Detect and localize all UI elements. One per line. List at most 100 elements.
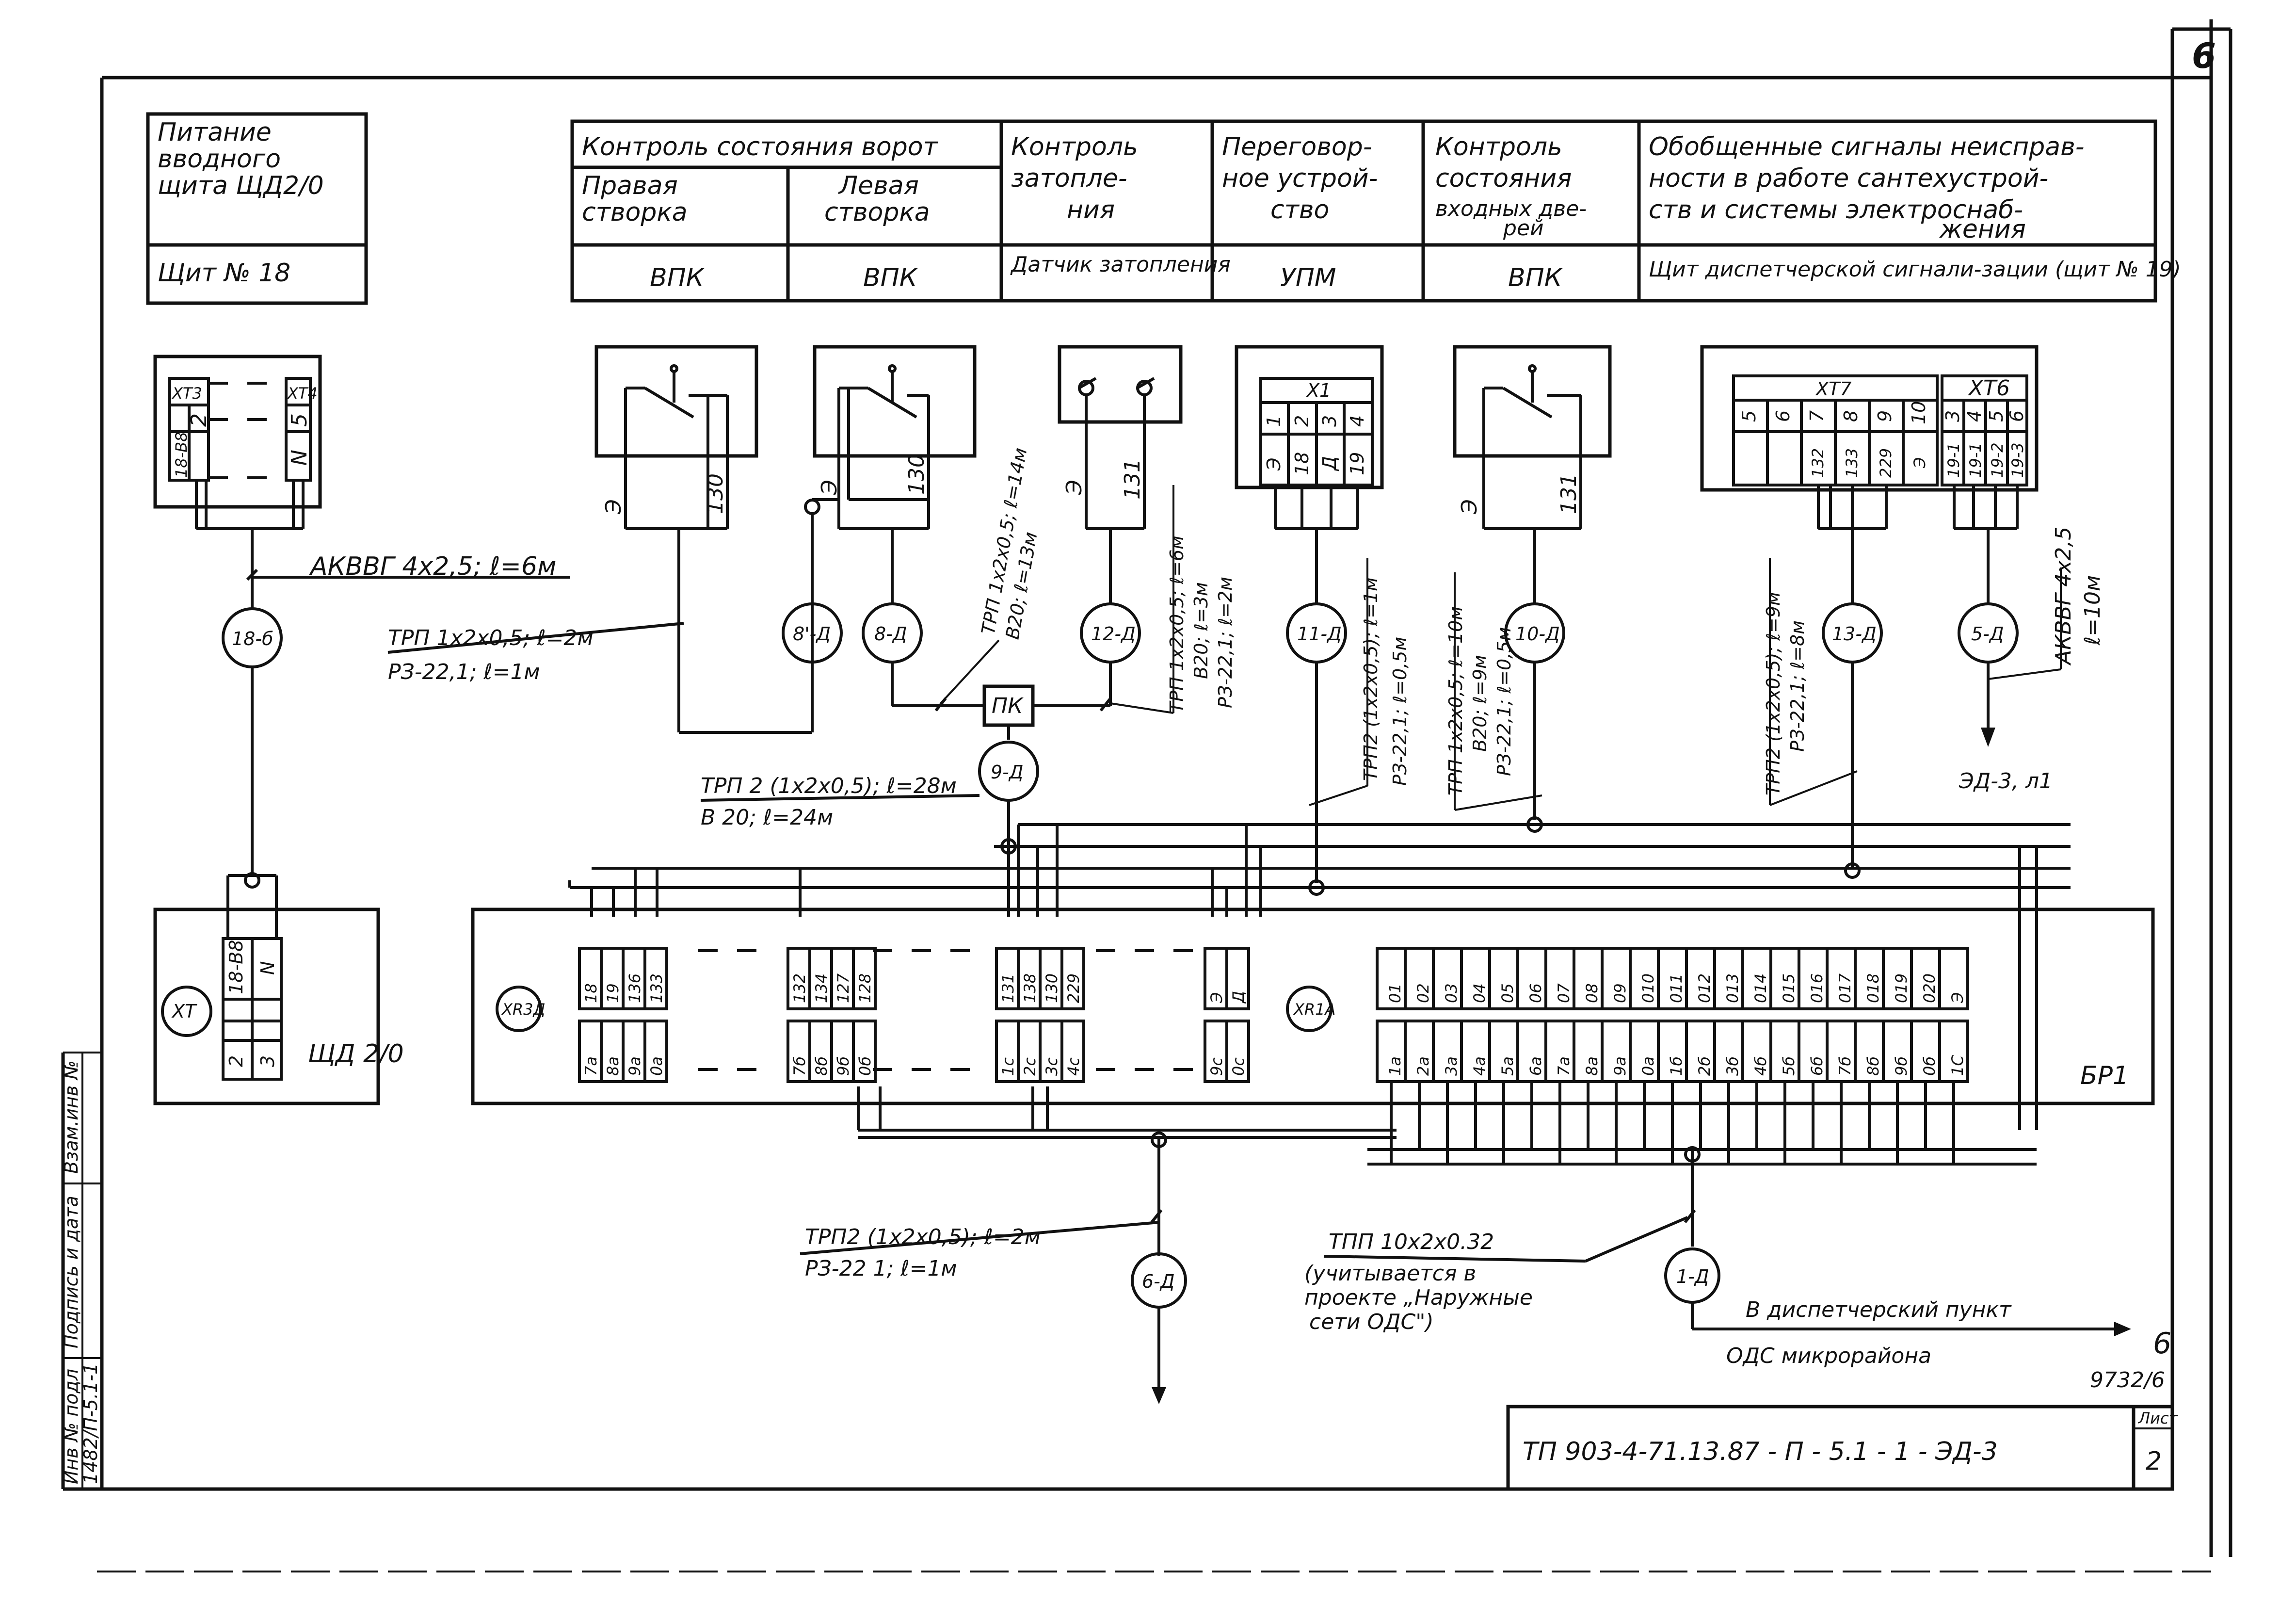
cable-trp2-11-a: ТРП2 (1х2х0,5); ℓ=1м bbox=[1360, 577, 1381, 781]
shd-top-2: N bbox=[257, 961, 278, 975]
cable-tpp-b: (учитывается в bbox=[1304, 1261, 1476, 1286]
side-stamp-inv: Инв № подл bbox=[61, 1369, 82, 1484]
x1-num-2: 2 bbox=[1291, 415, 1313, 427]
x1-num-4: 4 bbox=[1347, 415, 1368, 427]
gates-group-title: Контроль состояния ворот bbox=[582, 132, 939, 162]
device-6: 6-Д bbox=[1131, 1252, 1187, 1309]
device-1: 1-Д bbox=[1664, 1248, 1720, 1304]
dispatch-label-a: В диспетчерский пункт bbox=[1746, 1297, 2012, 1322]
xt7-terminal-texts: 5 6 7 8 9 10 132 133 229 Э 3 4 5 6 19-1 … bbox=[1738, 401, 2027, 478]
device-18b-label: 18-б bbox=[232, 628, 273, 649]
flood-terminal-a: Э bbox=[1062, 480, 1087, 495]
xt7-num-8: 8 bbox=[1840, 410, 1862, 422]
xr1a-terminal-label: 013 bbox=[1723, 973, 1742, 1003]
power-header: Питание вводного щита ЩД2/0 Щит № 18 bbox=[146, 112, 368, 305]
xt3-wire: 18-В8 bbox=[172, 432, 191, 478]
title-block: ТП 903-4-71.13.87 - П - 5.1 - 1 - ЭД-3 Л… bbox=[1506, 1327, 2178, 1491]
xt6-num-5: 5 bbox=[1986, 410, 2007, 422]
cable-trp2-9-b: В 20; ℓ=24м bbox=[701, 805, 833, 830]
xt3-label: ХТ3 bbox=[171, 384, 202, 403]
cable-tpp-d: сети ОДС") bbox=[1309, 1310, 1434, 1334]
cable-trp2-13-a: ТРП2 (1х2х0,5); ℓ=9м bbox=[1763, 592, 1784, 795]
device-5: 5-Д bbox=[1958, 602, 2019, 664]
dispatch-label-b: ОДС микрорайона bbox=[1726, 1344, 1931, 1368]
title-list-no: 2 bbox=[2146, 1447, 2162, 1476]
power-title-1: Питание bbox=[158, 118, 272, 147]
col-doors-device: ВПК bbox=[1508, 263, 1563, 292]
xr3d-terminal-label: 2с bbox=[1021, 1057, 1039, 1076]
xr1a-terminal-label: 2а bbox=[1414, 1056, 1432, 1076]
title-sheet-number: 6 bbox=[2153, 1327, 2171, 1361]
xt6-wire-3: 19-2 bbox=[1988, 442, 2007, 478]
xr3d-terminal-label: 18 bbox=[582, 983, 600, 1003]
xr1a-terminal-label: 0а bbox=[1639, 1056, 1657, 1076]
col-intercom-title-3: ство bbox=[1270, 195, 1329, 225]
xt6-num-6: 6 bbox=[2006, 410, 2027, 422]
col-flood-device: Датчик затопления bbox=[1010, 252, 1231, 277]
xr3d-cell-top bbox=[852, 947, 877, 1010]
xr1a-terminal-strip: 011а022а033а044а055а066а077а088а099а0100… bbox=[1376, 947, 1969, 1164]
cable-trp2-11-b: РЗ-22,1; ℓ=0,5м bbox=[1389, 637, 1411, 786]
x1-num-3: 3 bbox=[1319, 415, 1340, 427]
xr1a-terminal-label: 018 bbox=[1864, 973, 1882, 1003]
switch-left-gate: Э 130 bbox=[804, 345, 977, 732]
faults-terminals: ХТ7 ХТ6 bbox=[1700, 345, 2039, 604]
sw3-terminal-a: Э bbox=[1457, 499, 1482, 515]
xr3d-terminal-label: 0б bbox=[856, 1056, 874, 1076]
xr1a-terminal-label: Э bbox=[1948, 992, 1967, 1004]
cable-trp2-9-a: ТРП 2 (1х2х0,5); ℓ=28м bbox=[701, 774, 957, 798]
x1-wire-3: Д bbox=[1319, 456, 1340, 471]
xr1a-terminal-label: 015 bbox=[1780, 973, 1798, 1003]
side-stamp: Инв № подл 1482/П-5.1-1 Подпись и дата В… bbox=[61, 1060, 101, 1484]
xr3d-terminal-label: 131 bbox=[999, 973, 1017, 1003]
xr3d-terminal-label: 1с bbox=[999, 1057, 1017, 1076]
xr3d-terminal-label: 4с bbox=[1064, 1057, 1083, 1076]
xt7-num-7: 7 bbox=[1806, 410, 1828, 422]
col-doors-title-1: Контроль bbox=[1435, 132, 1562, 162]
xr1a-terminal-label: 03 bbox=[1442, 983, 1461, 1003]
xr1a-terminal-label: 1б bbox=[1667, 1056, 1686, 1076]
xr1a-terminal-label: 1С bbox=[1948, 1055, 1967, 1076]
sw2-terminal-b: 130 bbox=[904, 454, 929, 495]
xr1a-terminal-label: 06 bbox=[1526, 983, 1545, 1003]
xr1a-terminal-label: 02 bbox=[1414, 983, 1432, 1003]
col-faults-title-4: жения bbox=[1939, 215, 2026, 244]
xr1a-terminal-label: 01 bbox=[1386, 983, 1404, 1003]
xr3d-terminal-label: 132 bbox=[790, 973, 809, 1003]
xt7-num-9: 9 bbox=[1874, 410, 1895, 422]
xr1a-terminal-label: 4б bbox=[1751, 1056, 1770, 1076]
xr3d-cell-bottom bbox=[1060, 1020, 1085, 1083]
xr3d-terminal-strip: 187а198а1369а1330а1327б1348б1279б1280б13… bbox=[578, 947, 1250, 1083]
xr3d-cell-bottom bbox=[1225, 1020, 1250, 1083]
intercom-x1: X1 1 2 3 4 Э 18 Д 19 bbox=[1235, 345, 1384, 604]
power-title-3: щита ЩД2/0 bbox=[158, 171, 324, 200]
xr1a-terminal-label: 09 bbox=[1611, 983, 1629, 1003]
xt6-num-4: 4 bbox=[1964, 410, 1985, 422]
device-13-label: 13-Д bbox=[1832, 623, 1877, 645]
xr3d-terminal-label: 0а bbox=[647, 1056, 666, 1076]
cable-trp10-c: РЗ-22,1; ℓ=0,5м bbox=[1493, 627, 1515, 776]
xr1a-terminal-label: 012 bbox=[1695, 973, 1714, 1003]
title-list-label: Лист bbox=[2138, 1409, 2178, 1427]
device-12-label: 12-Д bbox=[1091, 623, 1136, 645]
xr1a-terminal-label: 7а bbox=[1555, 1056, 1573, 1076]
xr1a-terminal-label: 3б bbox=[1723, 1056, 1742, 1076]
side-stamp-number: 1482/П-5.1-1 bbox=[80, 1363, 101, 1484]
xr1a-terminal-label: 011 bbox=[1667, 973, 1686, 1003]
xr1a-terminal-label: 019 bbox=[1892, 973, 1911, 1003]
xt4-number: 5 bbox=[287, 413, 312, 427]
xr1a-terminal-label: 2б bbox=[1695, 1056, 1714, 1076]
xr1a-label: XR1А bbox=[1293, 1000, 1335, 1019]
xt3-number: 2 bbox=[187, 413, 211, 427]
xt6-num-3: 3 bbox=[1942, 410, 1963, 422]
cable-akvvg5-a: АКВВГ 4х2,5 bbox=[2051, 527, 2076, 666]
cable-trp1-label-a: ТРП 1х2х0,5; ℓ=2м bbox=[388, 626, 594, 650]
xr1a-terminal-label: 6а bbox=[1526, 1056, 1545, 1076]
col-faults-device: Щит диспетчерской сигнали-зации (щит № 1… bbox=[1649, 257, 2181, 282]
shd-bot-1: 2 bbox=[225, 1055, 247, 1067]
col-intercom-title-1: Переговор- bbox=[1222, 132, 1372, 162]
xt7-num-10: 10 bbox=[1908, 401, 1929, 424]
xr1a-terminal-label: 5б bbox=[1780, 1056, 1798, 1076]
xt6-label: ХТ6 bbox=[1968, 376, 2010, 401]
flood-terminal-b: 131 bbox=[1120, 459, 1145, 500]
